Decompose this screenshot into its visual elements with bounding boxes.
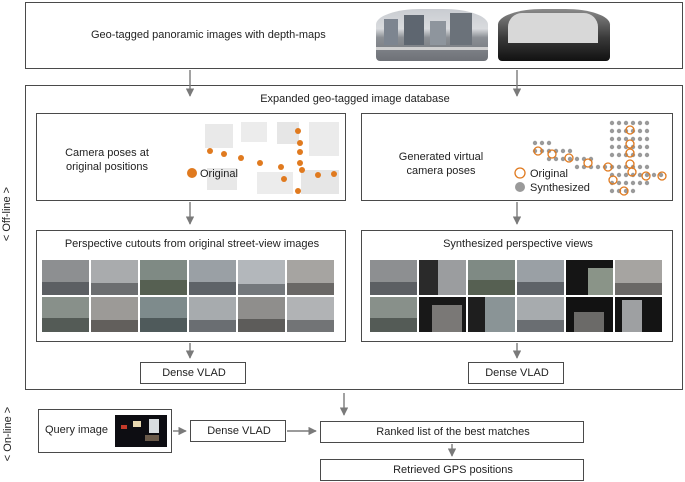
database-label: Expanded geo-tagged image database [260,93,450,105]
gps-box: Retrieved GPS positions [320,459,584,481]
panorama-input-box: Geo-tagged panoramic images with depth-m… [25,2,683,69]
query-image [115,415,167,447]
ranked-list-label: Ranked list of the best matches [376,426,530,438]
gps-label: Retrieved GPS positions [393,464,513,476]
original-poses-label-1: Camera poses at [65,147,149,159]
original-poses-label-2: original positions [66,161,148,173]
depth-map-image [498,9,610,61]
panorama-input-label: Geo-tagged panoramic images with depth-m… [91,29,326,41]
query-label: Query image [45,424,108,436]
dense-vlad-left-label: Dense VLAD [162,367,226,379]
dense-vlad-right-label: Dense VLAD [485,367,549,379]
dense-vlad-query-box: Dense VLAD [190,420,286,442]
synth-label: Synthesized perspective views [443,238,593,250]
query-box: Query image [38,409,172,453]
dense-vlad-right-box: Dense VLAD [468,362,564,384]
panorama-image [376,9,488,61]
virtual-legend-synthesized: Synthesized [530,182,590,194]
virtual-poses-label-2: camera poses [406,165,476,177]
ranked-list-box: Ranked list of the best matches [320,421,584,443]
virtual-poses-label-1: Generated virtual [398,151,484,163]
original-legend-label: Original [200,168,238,180]
virtual-poses-box: Generated virtual camera poses [361,113,673,201]
synth-thumbnails [370,260,662,332]
cutouts-thumbnails [42,260,334,332]
dense-vlad-query-label: Dense VLAD [207,425,271,437]
cutouts-label: Perspective cutouts from original street… [64,238,320,250]
dense-vlad-left-box: Dense VLAD [140,362,246,384]
virtual-legend-original: Original [530,168,568,180]
